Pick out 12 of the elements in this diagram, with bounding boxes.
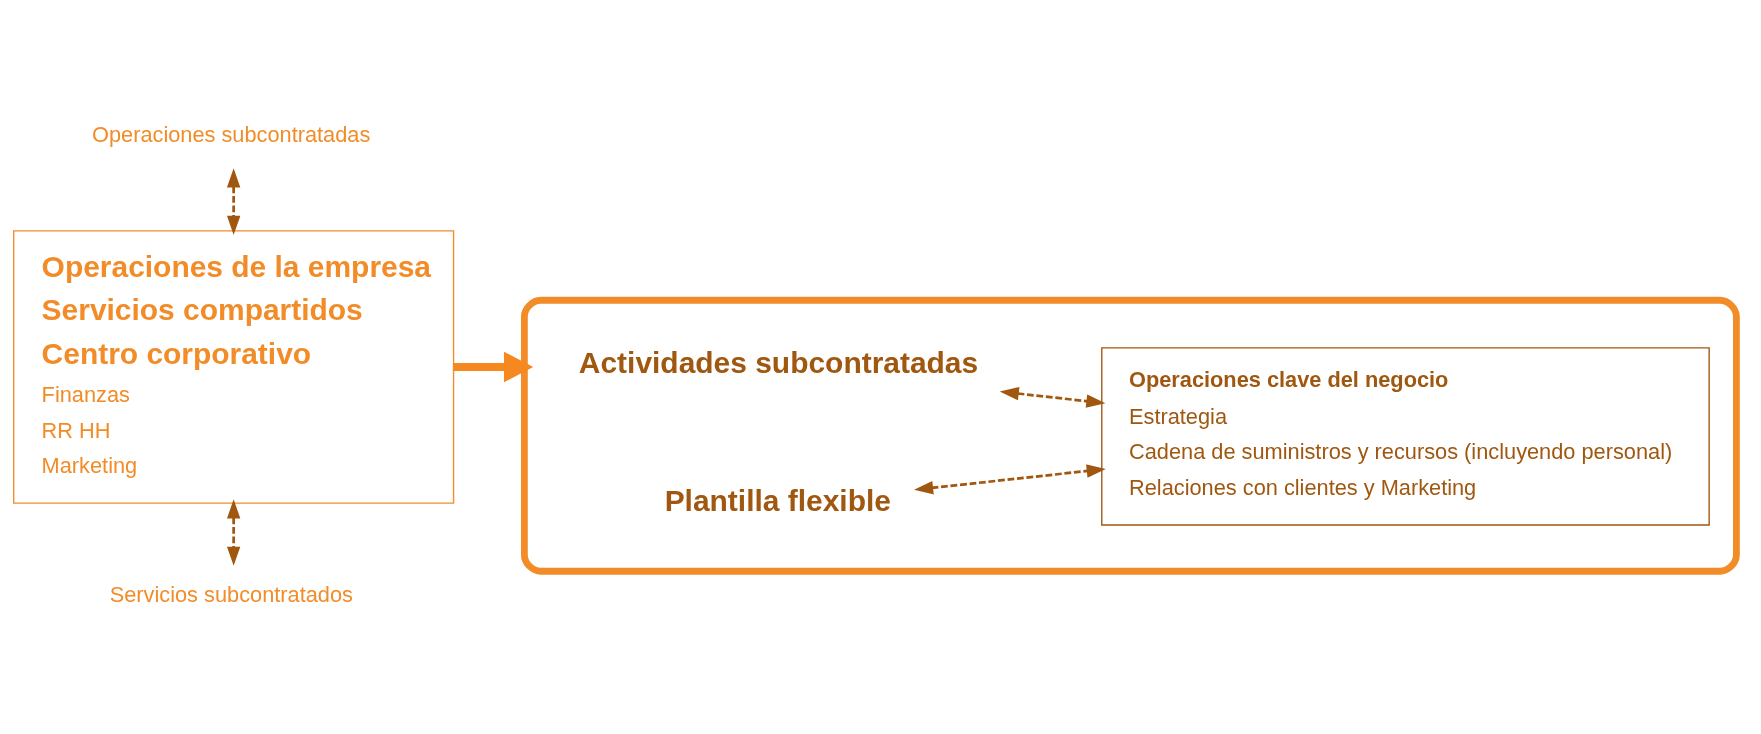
arrow [453, 351, 534, 383]
node-text: Operaciones subcontratadas [92, 122, 371, 148]
node-text: Servicios subcontratados [109, 582, 353, 608]
node-text: Plantilla flexible [664, 483, 891, 517]
node-box: Operaciones clave del negocio Estrategia Cadena de suministros y recursos (incluyendo personal) Relaciones con clientes y Marketing [1101, 347, 1710, 526]
arrow [226, 168, 241, 235]
cluster [521, 296, 1740, 575]
arrow [914, 464, 1106, 495]
node-box: Operaciones de la empresa Servicios compartidos Centro corporativo Finanzas RR HH Marketing [13, 230, 455, 504]
arrow [999, 387, 1106, 408]
arrow [226, 499, 241, 566]
node-text: Actividades subcontratadas [578, 346, 979, 380]
